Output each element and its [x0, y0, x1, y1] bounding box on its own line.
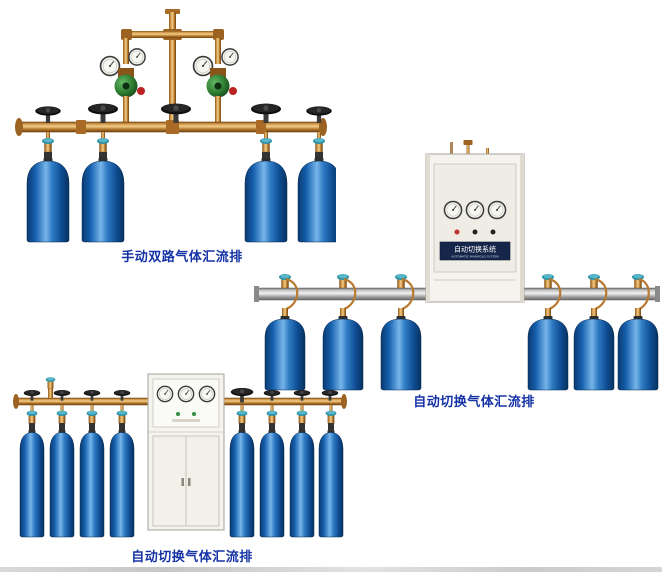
cylinder-station	[527, 273, 569, 391]
gas-cylinders	[19, 405, 344, 538]
pressure-regulator-left	[99, 48, 146, 124]
cylinder-station	[49, 405, 75, 538]
top-feed-pipe	[121, 9, 224, 124]
product-caption-2: 自动切换气体汇流排	[413, 395, 535, 410]
cylinder-station	[573, 273, 615, 391]
cylinder-station	[322, 273, 364, 391]
cylinder-station	[244, 132, 288, 243]
indicator-light-red	[454, 229, 460, 235]
cylinder-station	[318, 405, 344, 538]
product-figure-auto-switch-1: 自动切换系统 AUTOMATIC MANIFOLD SYSTEM	[254, 140, 660, 396]
cylinder-station	[81, 132, 125, 243]
product-caption-1: 手动双路气体汇流排	[121, 250, 243, 265]
cylinder-station	[26, 132, 70, 243]
cylinder-station	[19, 405, 45, 538]
cabinet-nameplate-text: 自动切换系统	[454, 245, 496, 254]
pressure-regulator-right	[192, 48, 239, 124]
indicator-light	[490, 229, 496, 235]
door-handle	[181, 478, 184, 486]
page-bottom-border	[0, 567, 662, 572]
product-caption-3: 自动切换气体汇流排	[131, 550, 253, 565]
control-cabinet	[147, 373, 225, 531]
gas-cylinders	[26, 132, 336, 243]
cylinder-station	[617, 273, 659, 391]
cylinder-station	[109, 405, 135, 538]
cylinder-station	[229, 405, 255, 538]
gas-cylinders	[264, 273, 659, 391]
cabinet-nameplate	[439, 241, 511, 261]
door-handle	[188, 478, 191, 486]
manifold-header-pipe	[15, 118, 327, 136]
auto-switch-manifold-image: 自动切换系统 AUTOMATIC MANIFOLD SYSTEM	[254, 140, 660, 391]
indicator-light	[472, 229, 478, 235]
indicator-light-green	[176, 412, 180, 416]
cylinder-station	[297, 132, 336, 243]
indicator-light-green	[192, 412, 196, 416]
control-cabinet: 自动切换系统 AUTOMATIC MANIFOLD SYSTEM	[425, 140, 525, 303]
cylinder-station	[259, 405, 285, 538]
cylinder-station	[289, 405, 315, 538]
auto-switch-cabinet-manifold-image	[13, 373, 347, 538]
cabinet-nameplate-subtext: AUTOMATIC MANIFOLD SYSTEM	[451, 255, 499, 259]
product-figure-manual-dual	[6, 6, 336, 244]
cylinder-station	[79, 405, 105, 538]
manifold-header-pipes	[13, 376, 347, 409]
cylinder-station	[264, 273, 306, 391]
cylinder-station	[380, 273, 422, 391]
product-figure-auto-switch-2	[10, 368, 350, 546]
manual-dual-manifold-image	[15, 9, 336, 243]
